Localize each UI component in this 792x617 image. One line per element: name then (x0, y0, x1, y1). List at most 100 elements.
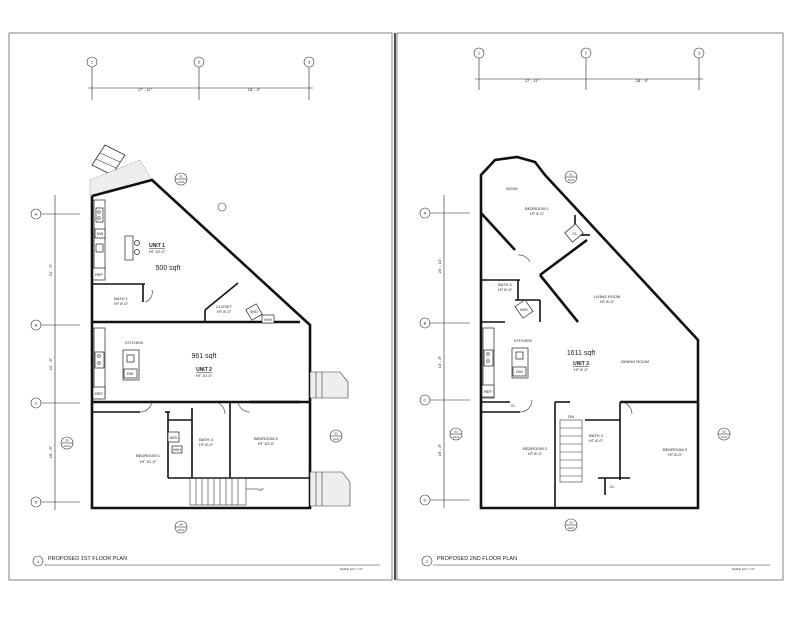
unit2-area: 961 sqft (192, 353, 217, 360)
dim2-top-2: 18' - 9" (636, 78, 649, 83)
svg-text:A4.0: A4.0 (568, 526, 575, 530)
section-markers-1: S1 A4.0 S3 A4.0 S2 A4.0 S4 A4.0 (60, 172, 343, 534)
dim-top-1: 17' - 11" (138, 87, 153, 92)
unit3-name: UNIT 3 (573, 361, 589, 367)
svg-text:1: 1 (91, 60, 94, 65)
bath1-ht: HT 8'-0" (114, 301, 129, 306)
bedroom2-2-label: BEDROOM 2 (523, 446, 548, 451)
svg-text:DW: DW (97, 231, 104, 236)
svg-text:D: D (424, 498, 427, 503)
wd-unit2 (167, 431, 180, 443)
plan1-scale: SCALE: 1/4" = 1'-0" (340, 567, 363, 571)
svg-text:A: A (424, 211, 427, 216)
grid-side-2: A B C D 20' - 10" 13' - 8" 16' - 8" (419, 195, 470, 508)
cl2-top-label: CL (572, 231, 578, 236)
dim2-side-3: 16' - 8" (437, 443, 442, 456)
bath2-ht: HT 8'-0" (498, 287, 513, 292)
bath3-2-ht: HT 8'-0" (589, 438, 604, 443)
bedroom2-ht: HT 10'-0" (258, 441, 275, 446)
unit2-name: UNIT 2 (196, 367, 212, 373)
interior-walls-2 (480, 212, 698, 508)
plan2-number-bubble (421, 555, 433, 567)
unit1-area: 500 sqft (156, 265, 181, 272)
wh-unit1 (261, 314, 275, 324)
wh-unit2 (171, 445, 183, 454)
kitchen2-label: KITCHEN (514, 338, 532, 343)
right-sheet-border (396, 32, 784, 581)
bedroom1-2-label: BEDROOM 1 (525, 206, 550, 211)
svg-text:S4: S4 (569, 521, 573, 525)
up-label: UP (258, 487, 264, 492)
dim-side-1: 21' - 5" (48, 263, 53, 276)
plan1-number-bubble (32, 555, 44, 567)
nook-label: NOOK (506, 186, 518, 191)
cl2-label: CL (510, 403, 516, 408)
unit2-kitchen-fixtures: REF DW (92, 327, 140, 400)
bath1-label: BATH 1 (114, 296, 128, 301)
bedroom1-label: BEDROOM 1 (136, 453, 161, 458)
interior-walls-1 (92, 282, 310, 479)
svg-text:DW: DW (516, 369, 523, 374)
living-label: LIVING ROOM (594, 294, 621, 299)
svg-text:2: 2 (198, 60, 201, 65)
grid-side-1: A B C D 21' - 5" 12' - 8" 16' - 8" (30, 195, 80, 510)
svg-text:S4: S4 (179, 523, 183, 527)
svg-text:B: B (424, 321, 427, 326)
svg-text:A4.0: A4.0 (333, 437, 340, 441)
unit2-ht: HT 10'-0" (196, 373, 213, 378)
svg-text:S3: S3 (65, 439, 69, 443)
svg-text:1: 1 (478, 51, 481, 56)
svg-text:REF: REF (484, 389, 493, 394)
dim-side-2: 12' - 8" (48, 357, 53, 370)
stair-2 (559, 419, 583, 483)
section-markers-2: S1 A4.0 S3 A4.0 S2 A4.0 S4 A4.0 (449, 170, 731, 532)
bath3-label: BATH 3 (199, 437, 213, 442)
first-floor-plan: 1 2 3 17' - 11" 18' - 4" A B C D 21' - 5… (30, 56, 380, 571)
plan1-title: PROPOSED 1ST FLOOR PLAN (48, 556, 127, 562)
left-sheet-border (8, 32, 393, 581)
bath2-label: BATH 2 (498, 282, 512, 287)
stair-1 (189, 477, 258, 506)
grid-top-1: 1 2 3 17' - 11" 18' - 4" (86, 56, 315, 100)
svg-text:2: 2 (426, 559, 429, 564)
svg-text:S3: S3 (454, 430, 458, 434)
second-floor-plan: 1 2 3 17' - 11" 18' - 9" A B C D 20' - 1… (419, 47, 770, 571)
wd-unit1 (245, 303, 263, 321)
svg-text:W/H: W/H (173, 447, 181, 452)
svg-text:A: A (35, 212, 38, 217)
svg-text:2: 2 (585, 51, 588, 56)
living-ht: HT 8'-0" (600, 299, 615, 304)
exterior-walls-2 (479, 155, 700, 510)
svg-text:D: D (35, 500, 38, 505)
entry-stoop-top (89, 144, 153, 197)
svg-text:DW: DW (127, 371, 134, 376)
closet-ht: HT 8'-0" (217, 309, 232, 314)
side-stoops-1 (309, 371, 351, 507)
grid-top-2: 1 2 3 17' - 11" 18' - 9" (473, 47, 705, 90)
bedroom3-2-ht: HT 8'-0" (668, 452, 683, 457)
dim2-side-1: 20' - 10" (437, 258, 442, 273)
svg-text:3: 3 (698, 51, 701, 56)
unit3-area: 1611 sqft (567, 350, 595, 357)
unit1-kitchen-fixtures: DW REF (92, 199, 227, 281)
svg-text:W/H: W/H (264, 317, 272, 322)
dim-side-3: 16' - 8" (48, 445, 53, 458)
unit1-ht: HT 10'-0" (149, 249, 166, 254)
svg-text:A4.0: A4.0 (64, 444, 71, 448)
svg-text:3: 3 (308, 60, 311, 65)
kitchen1-label: KITCHEN (125, 340, 143, 345)
svg-text:B: B (35, 323, 38, 328)
svg-text:A4.0: A4.0 (721, 435, 728, 439)
svg-text:S2: S2 (722, 430, 726, 434)
svg-text:S1: S1 (179, 175, 183, 179)
bedroom3-2-label: BEDROOM 3 (663, 447, 688, 452)
svg-text:REF: REF (95, 391, 104, 396)
svg-text:C: C (424, 398, 427, 403)
unit3-kitchen-fixtures: REF DW (481, 327, 529, 399)
svg-text:A4.0: A4.0 (453, 435, 460, 439)
svg-text:W/D: W/D (520, 307, 528, 312)
dn-label: DN (568, 414, 574, 419)
unit1-name: UNIT 1 (149, 243, 165, 249)
svg-text:W/D: W/D (250, 309, 258, 314)
